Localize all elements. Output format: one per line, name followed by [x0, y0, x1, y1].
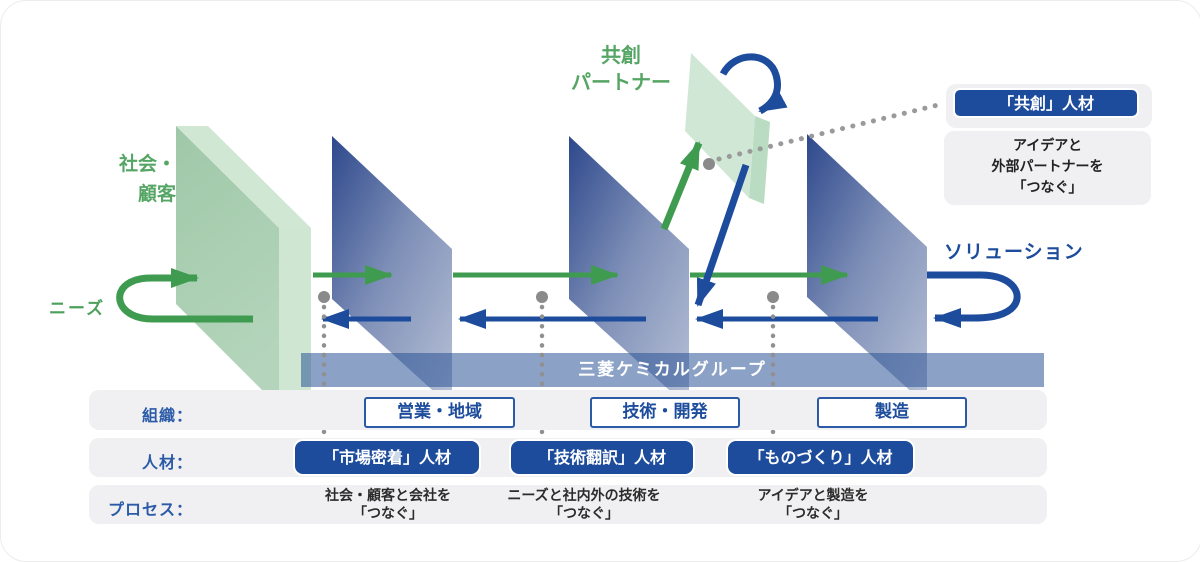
- needs-loop-arrow: [116, 268, 253, 323]
- org-row-label: 組織：: [141, 406, 193, 425]
- from-partner-arrow: [694, 163, 750, 307]
- process-item-2: ニーズと社内外の技術を 「つなぐ」: [507, 488, 661, 522]
- org-box-sales: 営業・地域: [364, 397, 515, 428]
- org-panel-manufacturing: [807, 134, 927, 406]
- society-customer-panel: [176, 126, 311, 407]
- society-customer-label: 社会・ 顧客: [118, 153, 176, 205]
- org-box-manufacturing: 製造: [817, 397, 967, 428]
- solution-label: ソリューション: [944, 241, 1084, 263]
- cocreation-talent-description: アイデアと 外部パートナーを 「つなぐ」: [944, 131, 1151, 205]
- partner-self-loop-arrow: [719, 53, 788, 115]
- cocreation-partner-panel: [685, 53, 770, 204]
- talent-box-market: 「市場密着」人材: [295, 441, 479, 474]
- company-band-label: 三菱ケミカルグループ: [578, 360, 767, 380]
- needs-label: ニーズ: [49, 299, 106, 319]
- cocreation-talent-badge: 「共創」人材: [953, 88, 1139, 118]
- company-band: [301, 353, 1044, 387]
- process-row-background: [89, 485, 1047, 524]
- talent-box-monodzukuri: 「ものづくり」人材: [728, 441, 913, 474]
- solution-loop-arrow: [927, 271, 1021, 328]
- org-panel-tech: [569, 136, 689, 408]
- process-row-label: プロセス：: [107, 500, 193, 519]
- cocreation-partner-label: 共創 パートナー: [571, 43, 671, 94]
- talent-box-translation: 「技術翻訳」人材: [511, 441, 693, 474]
- to-partner-arrow: [660, 141, 703, 231]
- process-item-3: アイデアと製造を 「つなぐ」: [757, 488, 869, 522]
- process-item-1: 社会・顧客と会社を 「つなぐ」: [325, 488, 451, 522]
- talent-row-label: 人材：: [141, 453, 193, 472]
- org-box-tech: 技術・開発: [590, 397, 740, 428]
